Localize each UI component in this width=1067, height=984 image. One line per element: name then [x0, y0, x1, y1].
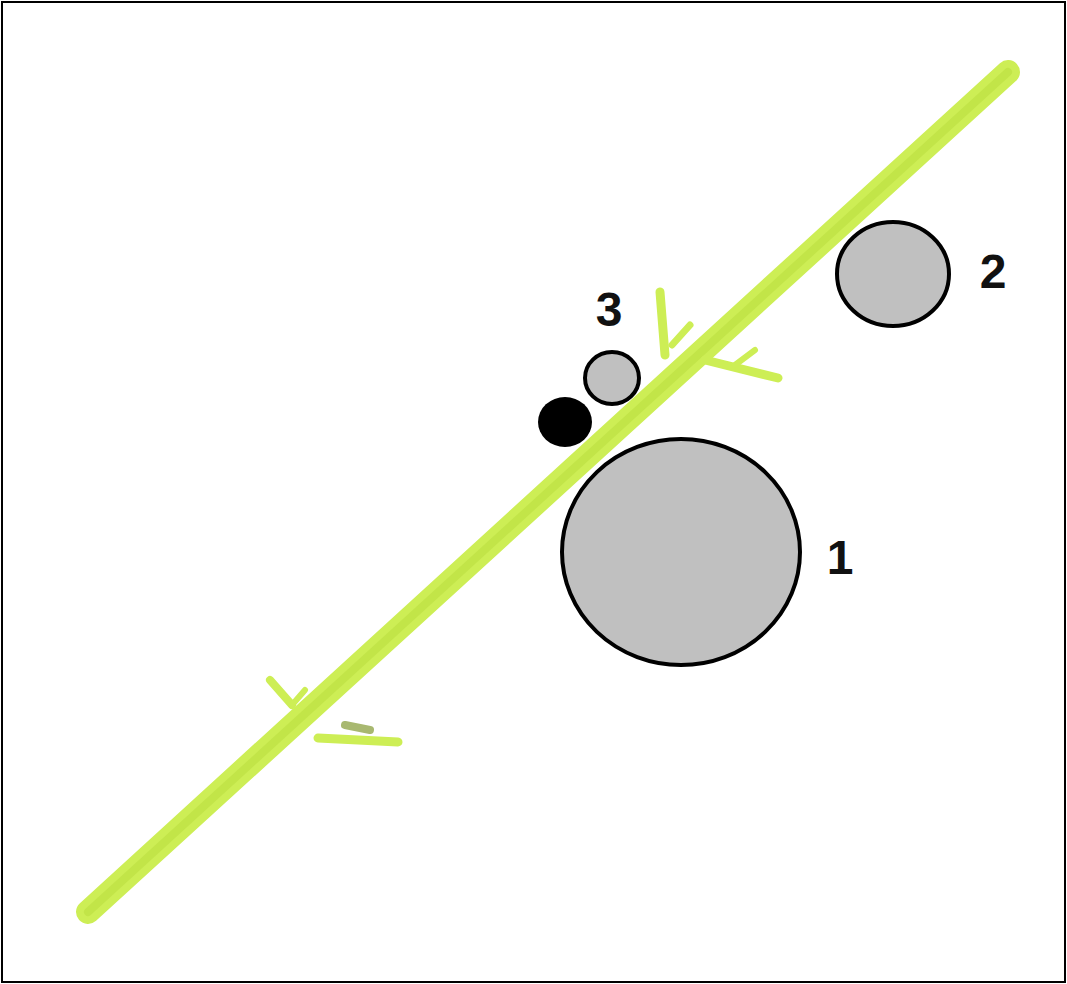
circle-3 — [585, 352, 639, 404]
circle-2 — [837, 222, 949, 326]
black-dot — [538, 397, 592, 447]
callout-number: 3 — [596, 286, 623, 334]
circle-1 — [562, 439, 800, 665]
callout-number: 1 — [827, 534, 854, 582]
branch — [88, 72, 1008, 912]
callout-number: 2 — [980, 248, 1007, 296]
